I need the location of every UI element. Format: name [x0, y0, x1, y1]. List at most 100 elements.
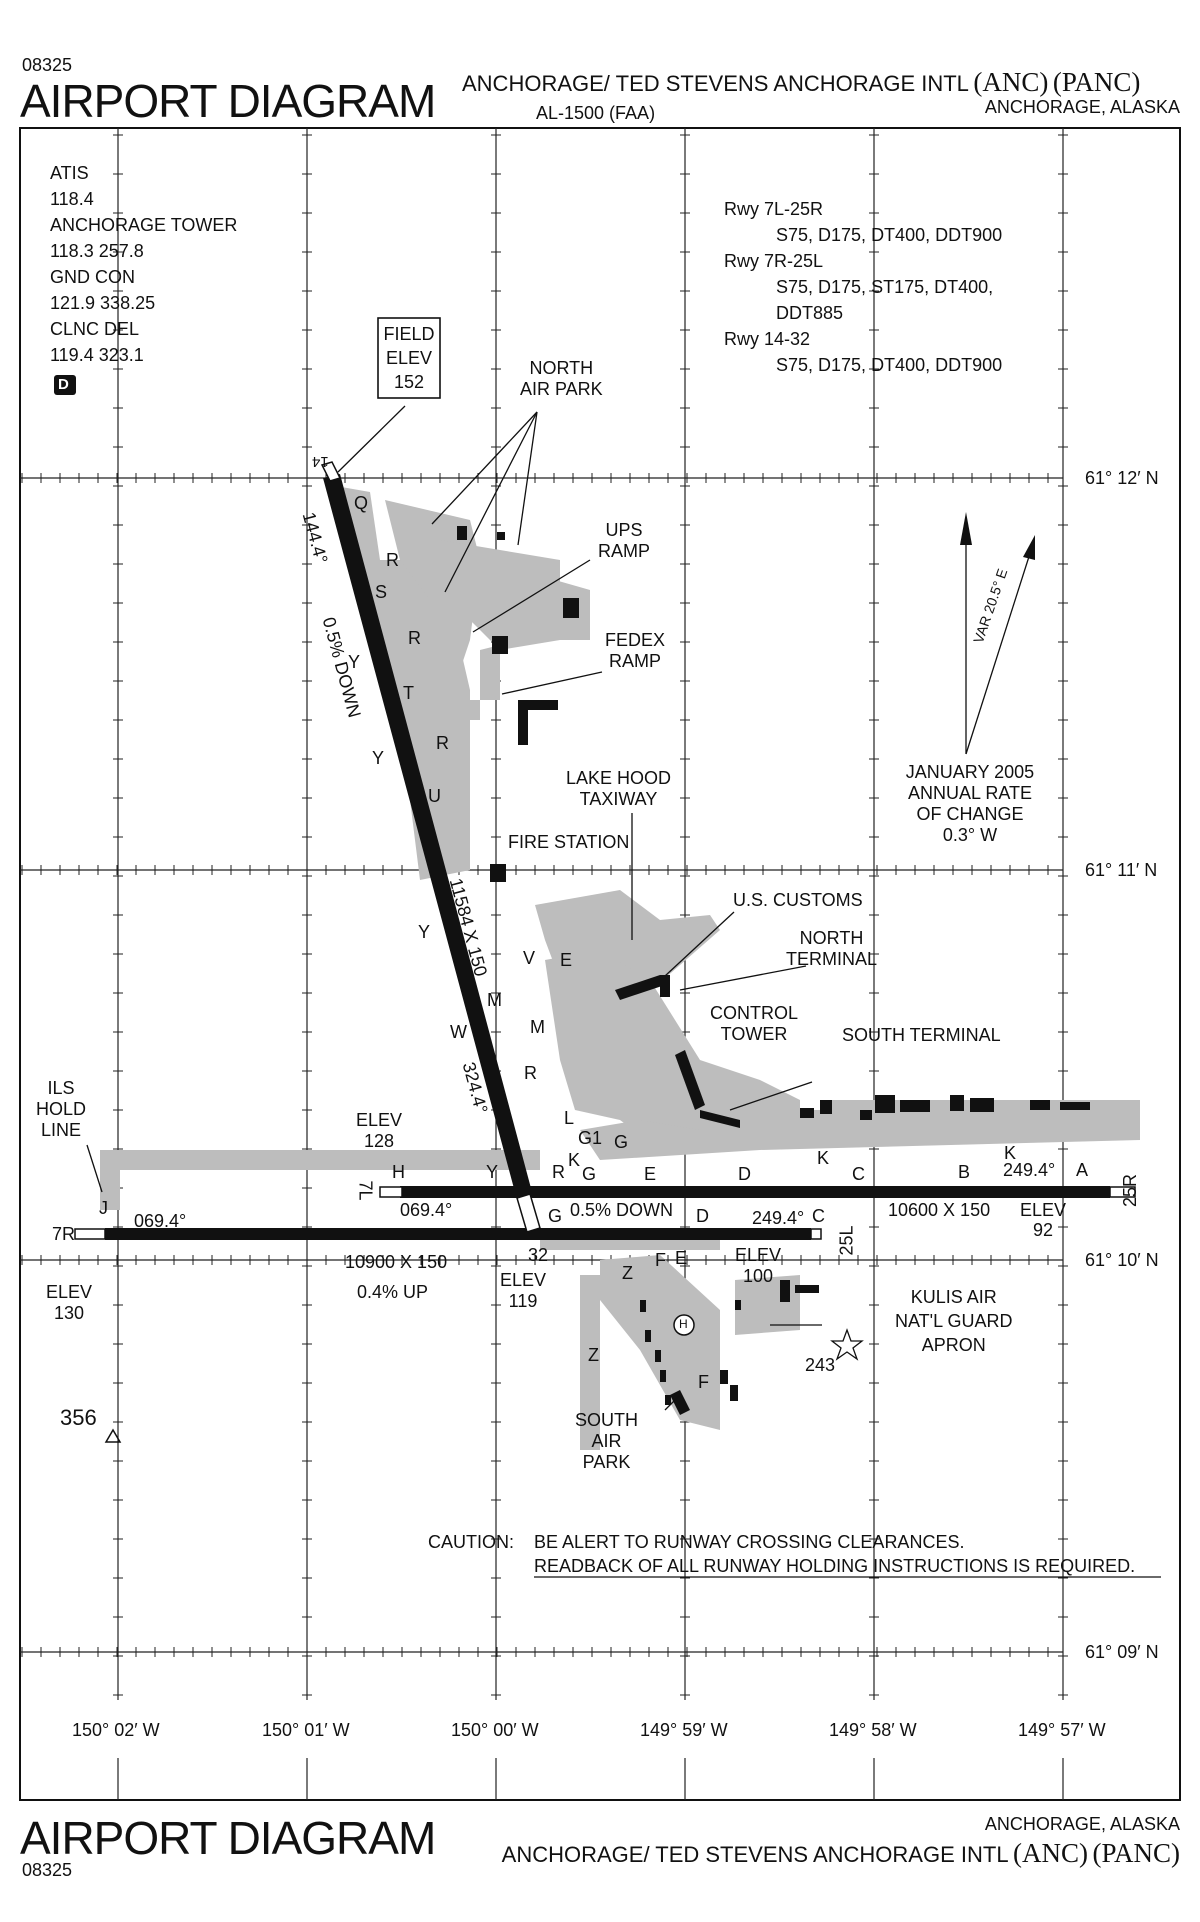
heliport-label: H	[679, 1317, 688, 1331]
taxiway-label: E	[675, 1248, 688, 1268]
rwy-7r-25l-dimensions: 10900 X 150	[345, 1252, 448, 1272]
elev-100: ELEV 100	[735, 1245, 782, 1286]
taxiway-label: R	[552, 1162, 565, 1182]
taxiway-label: G	[582, 1164, 597, 1184]
rwy-7r-slope: 0.4% UP	[357, 1282, 429, 1302]
rwy-7r-heading: 069.4°	[134, 1211, 187, 1231]
control-tower-label: CONTROL TOWER	[710, 1003, 799, 1044]
fedex-ramp-label: FEDEX RAMP	[605, 630, 666, 671]
rwy-7l-25r-strength: S75, D175, DT400, DDT900	[776, 225, 1003, 245]
runway-7r-25l	[105, 1228, 811, 1240]
taxiway-label: C	[812, 1206, 825, 1226]
lat-61-11: 61° 11′ N	[1085, 860, 1158, 880]
taxiway-label: B	[958, 1162, 971, 1182]
rwy-14-32-strength: S75, D175, DT400, DDT900	[776, 355, 1003, 375]
taxiway-label: L	[564, 1108, 575, 1128]
runway-7l-25r	[400, 1186, 1110, 1198]
rwy-25l-end: 25L	[836, 1225, 857, 1256]
fire-station-label: FIRE STATION	[508, 832, 630, 852]
freq-atis-value: 118.4	[50, 189, 94, 209]
lake-hood-taxiway-label: LAKE HOOD TAXIWAY	[566, 768, 672, 809]
taxiway-label: E	[644, 1164, 657, 1184]
lat-61-10: 61° 10′ N	[1085, 1250, 1159, 1270]
taxiway-label: W	[450, 1022, 467, 1042]
lon-150-00: 150° 00′ W	[451, 1720, 539, 1740]
kulis-apron-label: KULIS AIR NAT'L GUARD APRON	[895, 1287, 1013, 1355]
rwy-25r-heading: 249.4°	[1003, 1160, 1056, 1180]
footer-airport-name: ANCHORAGE/ TED STEVENS ANCHORAGE INTL	[501, 1842, 1009, 1867]
d-atis-badge: D	[58, 376, 69, 393]
taxiway-label: Y	[418, 922, 431, 942]
taxiway-label: R	[524, 1063, 537, 1083]
taxiway-label: H	[392, 1162, 405, 1182]
taxiway-label: A	[1076, 1160, 1089, 1180]
taxiway-label: Z	[622, 1263, 633, 1283]
buildings	[457, 526, 1090, 1415]
rwy-7l-heading: 069.4°	[400, 1200, 453, 1220]
taxiway-label: Z	[588, 1345, 599, 1365]
taxiway-label: F	[698, 1372, 709, 1392]
variation-rate: JANUARY 2005 ANNUAL RATE OF CHANGE 0.3° …	[905, 762, 1035, 845]
rwy-7r-end: 7R	[52, 1224, 76, 1244]
freq-clnc: CLNC DEL	[50, 319, 140, 339]
taxiway-label: J	[99, 1198, 108, 1218]
rwy-25l-heading: 249.4°	[752, 1208, 805, 1228]
chart-frame	[19, 127, 1181, 1801]
rwy-14-end: 14	[312, 453, 329, 470]
runways	[74, 461, 1136, 1240]
elev-119: ELEV 119	[500, 1270, 547, 1311]
icao-id: (PANC)	[1052, 67, 1141, 97]
airport-name: ANCHORAGE/ TED STEVENS ANCHORAGE INTL	[462, 71, 969, 96]
taxiway-label: U	[428, 786, 441, 806]
footer-location: ANCHORAGE, ALASKA	[984, 1814, 1180, 1834]
rwy-7r-25l-strength-2: DDT885	[776, 303, 844, 323]
footer-chart-number: 08325	[22, 1860, 73, 1880]
taxiway-label: D	[696, 1206, 709, 1226]
taxiway-label: V	[523, 948, 536, 968]
taxiway-label: K	[568, 1150, 581, 1170]
taxiway-label: T	[403, 683, 414, 703]
caution-line-2: READBACK OF ALL RUNWAY HOLDING INSTRUCTI…	[534, 1556, 1136, 1576]
faa-id: (ANC)	[973, 67, 1049, 97]
footer-faa-id: (ANC)	[1013, 1838, 1089, 1868]
rwy-7l-25r-dimensions: 10600 X 150	[888, 1200, 991, 1220]
lon-150-02: 150° 02′ W	[72, 1720, 160, 1740]
rwy-7l-end: 7L	[355, 1180, 376, 1201]
footer-title: AIRPORT DIAGRAM	[20, 1812, 436, 1864]
taxiway-label: K	[817, 1148, 830, 1168]
page-title: AIRPORT DIAGRAM	[20, 75, 436, 127]
rwy-25r-end: 25R	[1120, 1173, 1141, 1208]
north-air-park-label: NORTH AIR PARK	[520, 358, 603, 399]
taxiway-label: M	[487, 990, 502, 1010]
taxiway-label: Y	[348, 652, 361, 672]
obstacle-243: 243	[805, 1355, 836, 1375]
footer-airport-line: ANCHORAGE/ TED STEVENS ANCHORAGE INTL (A…	[502, 1838, 1180, 1869]
runway-strengths: Rwy 7L-25R S75, D175, DT400, DDT900 Rwy …	[724, 196, 1002, 378]
lon-149-58: 149° 58′ W	[829, 1720, 917, 1740]
freq-tower: ANCHORAGE TOWER	[50, 215, 238, 235]
elev-130: ELEV 130	[46, 1282, 93, 1323]
lon-150-01: 150° 01′ W	[262, 1720, 350, 1740]
rwy-25r-elev: ELEV 92	[1020, 1200, 1067, 1240]
us-customs-label: U.S. CUSTOMS	[733, 890, 863, 910]
frequency-box: ATIS 118.4 ANCHORAGE TOWER 118.3 257.8 G…	[50, 160, 237, 368]
rwy-14-32-title: Rwy 14-32	[724, 329, 811, 349]
lon-149-57: 149° 57′ W	[1018, 1720, 1106, 1740]
rwy-7l-slope: 0.5% DOWN	[570, 1200, 674, 1220]
taxiway-label: R	[408, 628, 421, 648]
taxiway-label: M	[530, 1017, 545, 1037]
taxiway-label: G1	[578, 1128, 603, 1148]
taxiway-label: Y	[486, 1162, 499, 1182]
taxiway-label: C	[852, 1164, 865, 1184]
lat-61-12: 61° 12′ N	[1085, 468, 1159, 488]
location: ANCHORAGE, ALASKA	[984, 97, 1180, 117]
ups-ramp-label: UPS RAMP	[598, 520, 651, 561]
taxiway-label: Y	[372, 748, 385, 768]
procedure-id: AL-1500 (FAA)	[536, 103, 656, 123]
north-terminal-label: NORTH TERMINAL	[786, 928, 878, 969]
freq-clnc-value: 119.4 323.1	[50, 345, 144, 365]
rwy-32-end: 32	[528, 1245, 549, 1265]
south-air-park-label: SOUTH AIR PARK	[575, 1410, 638, 1472]
caution-line-1: BE ALERT TO RUNWAY CROSSING CLEARANCES.	[534, 1532, 965, 1552]
